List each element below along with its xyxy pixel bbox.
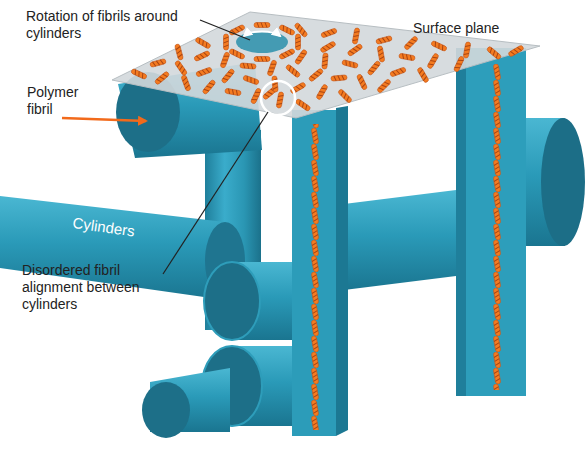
polymer-fibril [202, 79, 216, 94]
polymer-fibril [322, 53, 328, 69]
cylinder-body [336, 190, 456, 291]
polymer-fibril [308, 68, 323, 82]
polymer-fibril [508, 45, 524, 57]
polymer-fibril [229, 48, 246, 60]
polymer-fibril [321, 28, 338, 38]
polymer-fibril [320, 41, 336, 53]
callout-label: Polymer fibril [27, 84, 97, 118]
column-fibrils [310, 124, 320, 430]
polymer-fibril [390, 67, 407, 77]
polymer-fibril [347, 43, 363, 56]
polymer-fibril [377, 46, 385, 63]
leader-line [163, 112, 268, 274]
polymer-fibril [342, 60, 359, 69]
polymer-fibril [221, 68, 235, 83]
polymer-fibril [196, 67, 213, 77]
polymer-fibril [225, 88, 242, 96]
polymer-fibril [285, 64, 300, 78]
polymer-fibril [453, 56, 464, 73]
polymer-fibril [224, 34, 229, 50]
polymer-fibril [279, 24, 296, 36]
polymer-fibril [254, 23, 270, 28]
polymer-fibril [181, 75, 191, 92]
polymer-fibril [417, 67, 429, 83]
polymer-fibril [276, 92, 284, 109]
polymer-fibril [352, 28, 360, 45]
polymer-fibril [356, 74, 367, 91]
polymer-fibril [404, 36, 419, 51]
polymer-fibril [154, 71, 169, 85]
highlight-circle [261, 81, 295, 115]
polymer-fibril [377, 79, 392, 94]
part-label: Cylinders [71, 214, 173, 246]
polymer-fibril [131, 68, 148, 79]
polymer-fibril [174, 60, 187, 76]
polymer-fibril [486, 46, 501, 60]
polymer-fibril [240, 63, 256, 69]
column-side [456, 48, 466, 396]
cylinder-end [541, 118, 585, 246]
pointer-arrow [62, 118, 146, 121]
polymer-fibril [295, 98, 311, 111]
polymer-fibril [367, 60, 381, 75]
polymer-fibril [254, 57, 270, 62]
leader-line [200, 20, 250, 40]
polymer-fibril [220, 52, 230, 69]
column-face [292, 110, 336, 436]
polymer-fibril [175, 44, 184, 61]
polymer-fibril [195, 37, 211, 49]
polymer-fibril [316, 84, 328, 100]
polymer-fibril [331, 75, 347, 81]
cylinder-end [204, 262, 260, 340]
polymer-fibril [399, 53, 416, 61]
callout-label: Disordered fibril alignment between cyli… [22, 262, 162, 312]
polymer-fibril [296, 34, 301, 50]
polymer-fibril [279, 48, 296, 60]
cylinder-section [236, 31, 288, 53]
polymer-fibril [267, 60, 277, 77]
polymer-fibril [243, 75, 260, 85]
column-face [456, 48, 526, 396]
polymer-fibril [194, 50, 211, 61]
polymer-fibril [150, 59, 167, 68]
polymer-fibril [463, 42, 471, 59]
polymer-fibril [431, 40, 448, 51]
callout-label: Rotation of fibrils around cylinders [26, 8, 201, 42]
polymer-fibril [272, 76, 278, 92]
plane-label: Surface plane [413, 20, 563, 37]
polymer-fibril [376, 36, 393, 45]
polymer-fibril [427, 53, 439, 69]
column-side [336, 106, 348, 436]
column-fibrils [492, 64, 502, 390]
rotation-arrow [244, 31, 280, 36]
polymer-fibril [294, 49, 307, 65]
polymer-fibril [338, 89, 353, 104]
cylinder-end [142, 382, 190, 438]
polymer-fibril [229, 24, 246, 36]
